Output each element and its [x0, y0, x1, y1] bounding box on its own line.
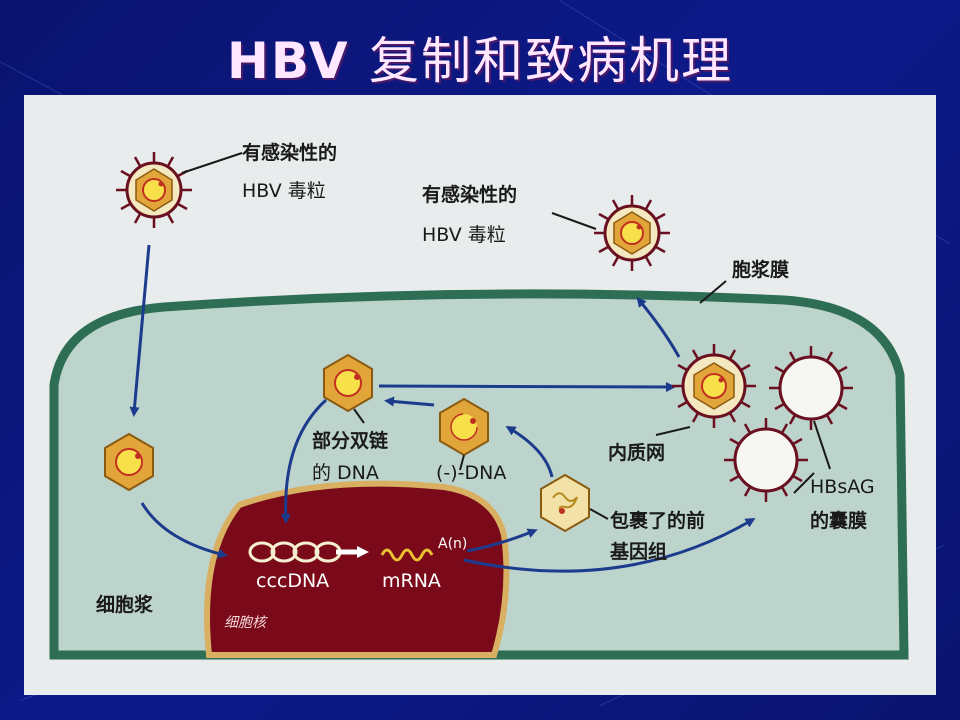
partial-dsdna-label-line1: 部分双链 — [312, 429, 388, 452]
uncoating-arrow — [140, 502, 228, 559]
leader-line — [813, 420, 831, 470]
hbsag-label-line2: 的囊膜 — [810, 509, 867, 532]
nucleocapsid-icon — [323, 353, 373, 413]
packaged-pregenome-label-line1: 包裹了的前 — [610, 509, 705, 532]
virion-in-label-line1: 有感染性的 — [242, 141, 337, 164]
leader-line — [589, 508, 609, 520]
nucleocapsid-icon — [439, 397, 489, 457]
nucleus — [204, 480, 510, 658]
leader-line — [699, 280, 727, 304]
mrna-icon — [380, 548, 434, 562]
leader-line — [655, 426, 691, 436]
reimport-arrow — [280, 398, 328, 524]
partial-dsdna-label-line2: 的 DNA — [312, 462, 379, 484]
hbsag-label-line1: HBsAG — [810, 476, 875, 498]
release-arrow — [636, 296, 681, 358]
hbsag-envelope-icon — [769, 346, 853, 430]
nucleus-label: 细胞核 — [224, 615, 268, 631]
leader-line — [551, 212, 597, 230]
minus-dna-label: (-)-DNA — [436, 462, 506, 484]
er-label: 内质网 — [608, 441, 665, 464]
nucleocapsid-icon — [540, 473, 590, 533]
hbv-virion-icon — [116, 152, 192, 228]
leader-line — [459, 454, 465, 471]
export-arrow — [466, 528, 538, 553]
plus-strand-arrow — [384, 396, 435, 407]
translation-arrow — [463, 517, 756, 573]
cccdna-label: cccDNA — [256, 570, 329, 592]
hbv-virion-icon — [672, 344, 756, 428]
virion-out-label-line2: HBV 毒粒 — [422, 224, 506, 246]
hbsag-envelope-icon — [724, 418, 808, 502]
hbv-replication-diagram: 有感染性的 HBV 毒粒 有感染性的 HBV 毒粒 胞浆膜 部分双链 的 DNA… — [24, 95, 936, 695]
polya-label: A(n) — [438, 536, 467, 552]
title-cjk: 复制和致病机理 — [369, 32, 734, 90]
virion-in-label-line2: HBV 毒粒 — [242, 180, 326, 202]
entry-arrow — [129, 244, 151, 417]
cytoplasm-label: 细胞浆 — [96, 593, 154, 616]
cell-membrane-label: 胞浆膜 — [732, 258, 789, 281]
diagram-canvas: 有感染性的 HBV 毒粒 有感染性的 HBV 毒粒 胞浆膜 部分双链 的 DNA… — [49, 141, 909, 660]
hbv-virion-icon — [594, 195, 670, 271]
packaged-pregenome-label-line2: 基因组 — [609, 540, 667, 563]
reverse-transcription-arrow — [505, 425, 554, 478]
virion-out-label-line1: 有感染性的 — [422, 183, 517, 206]
to-er-arrow — [378, 381, 676, 392]
nucleocapsid-icon — [104, 432, 154, 492]
leader-line — [353, 408, 365, 424]
title-latin: HBV — [226, 32, 350, 90]
slide-title: HBV 复制和致病机理 — [0, 26, 960, 96]
leader-line — [793, 472, 815, 494]
leader-line — [181, 152, 243, 174]
mrna-label: mRNA — [382, 570, 441, 592]
